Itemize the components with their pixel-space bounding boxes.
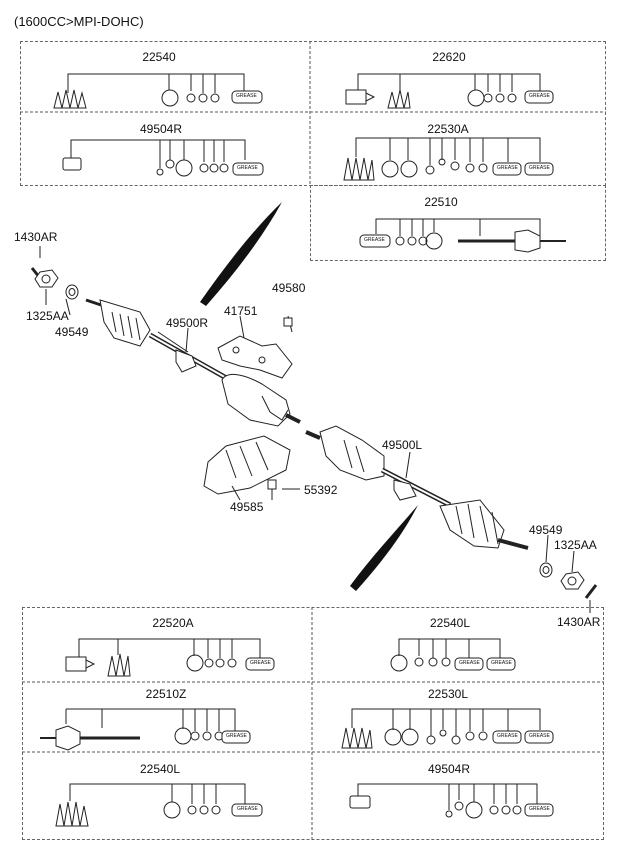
grease-text-5: GREASE [529,165,550,171]
divider-stripe-bottom [350,505,418,591]
label-41751: 41751 [224,304,258,318]
label-22530l: 22530L [427,687,469,701]
grease-text-3: GREASE [237,165,258,171]
label-55392: 55392 [304,483,338,497]
label-22540l-b: 22540L [139,762,181,776]
drive-shaft-right [85,298,301,427]
kit-49504r-drawing [62,139,246,177]
kit-49504r-b-drawing [349,783,554,819]
label-22530a: 22530A [427,122,469,136]
grease-text-1: GREASE [236,93,257,99]
grease-tube-4 [492,162,554,176]
kit-22540l-b-drawing [55,783,263,827]
label-49549-left: 49549 [55,325,89,339]
label-1430ar-right: 1430AR [557,615,601,629]
bottom-kit-box [22,607,604,840]
grease-text-4: GREASE [497,165,518,171]
label-1325aa-left: 1325AA [26,309,69,323]
label-22510z: 22510Z [145,687,187,701]
left-pin-nut-washer [30,246,79,316]
divider-stripe-top [200,202,282,306]
label-49500r: 49500R [166,316,209,330]
grease-text-12: GREASE [529,733,550,739]
leader-lines [185,315,411,501]
bracket-41751 [217,315,293,379]
label-1430ar-left: 1430AR [14,230,58,244]
label-49549-right: 49549 [529,523,563,537]
label-49580: 49580 [272,281,306,295]
grease-text-2: GREASE [529,93,550,99]
grease-tube-3 [232,162,264,176]
kit-22510-drawing [359,218,566,253]
grease-text-13: GREASE [237,806,258,812]
right-pin-nut-washer [539,534,598,613]
label-49500l: 49500L [382,438,423,452]
grease-text-7: GREASE [250,660,271,666]
engine-label: (1600CC>MPI-DOHC) [14,14,144,29]
grease-text-8: GREASE [459,660,480,666]
label-49504r-b: 49504R [427,762,471,776]
grease-text-10: GREASE [226,733,247,739]
kit-22620-drawing [345,73,541,109]
drive-shaft-left [305,425,529,550]
grease-text-9: GREASE [491,660,512,666]
kit-22520a-drawing [65,638,275,677]
kit-22530l-drawing [341,708,554,749]
kit-22540-drawing [53,73,245,109]
label-22540l-a: 22540L [429,616,471,630]
label-22620: 22620 [432,50,466,64]
top-kit-box-22510 [310,185,606,261]
label-49504r: 49504R [139,122,183,136]
label-22540: 22540 [142,50,176,64]
label-49585: 49585 [230,500,264,514]
kit-22530a-drawing [343,137,541,181]
label-22510: 22510 [424,195,458,209]
grease-tube-1 [231,90,263,104]
grease-text-6: GREASE [364,237,385,243]
label-22520a: 22520A [152,616,194,630]
grease-text-14: GREASE [529,806,550,812]
grease-text-11: GREASE [497,733,518,739]
heat-shield-49585 [203,435,291,500]
kit-22510z-drawing [40,708,251,751]
label-1325aa-right: 1325AA [554,538,597,552]
kit-22540l-a-drawing [390,638,516,672]
grease-tube-2 [524,90,554,104]
